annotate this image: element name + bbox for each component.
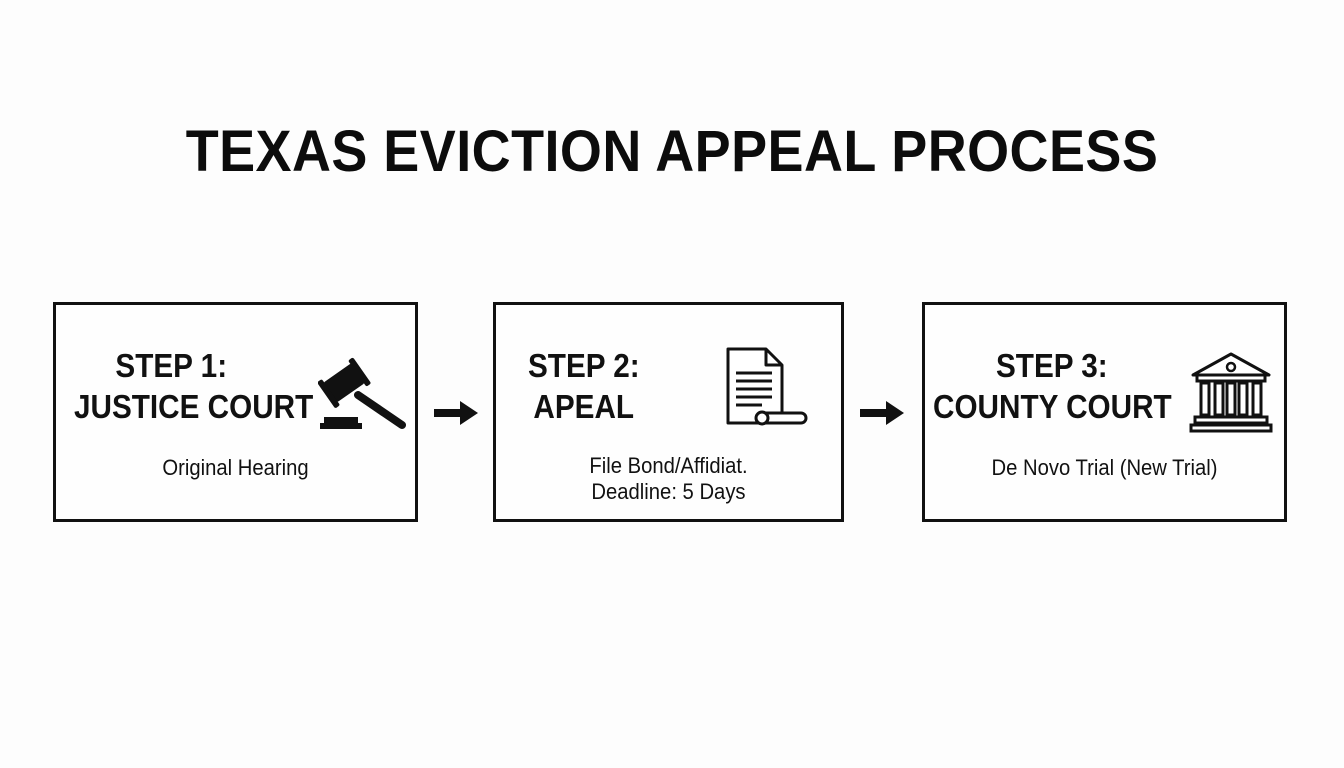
document-scroll-icon [722, 345, 812, 434]
step-2-heading: STEP 2: APEAL [528, 345, 640, 427]
step-1-number: STEP 1: [115, 347, 228, 384]
step-2-description-line-1: File Bond/Affidiat. [589, 453, 748, 478]
step-3-heading: STEP 3: COUNTY COURT [933, 345, 1172, 427]
step-2-number: STEP 2: [528, 347, 640, 384]
step-1-box: STEP 1: JUSTICE COURT Original Hearing [53, 302, 418, 522]
step-2-description: File Bond/Affidiat. Deadline: 5 Days [510, 453, 827, 505]
step-3-description-line: De Novo Trial (New Trial) [991, 455, 1218, 480]
step-2-box: STEP 2: APEAL File Bond/Affidiat. Deadli… [493, 302, 844, 522]
courthouse-icon [1189, 351, 1273, 438]
diagram-title: TEXAS EVICTION APPEAL PROCESS [185, 119, 1159, 184]
step-1-heading: STEP 1: JUSTICE COURT [74, 345, 313, 427]
step-1-title: JUSTICE COURT [74, 388, 314, 425]
step-3-number: STEP 3: [996, 347, 1108, 384]
step-3-title: COUNTY COURT [933, 388, 1172, 425]
step-2-description-line-2: Deadline: 5 Days [591, 479, 746, 504]
step-1-description: Original Hearing [70, 455, 400, 481]
step-3-box: STEP 3: COUNTY COURT De Novo Trial (New … [922, 302, 1287, 522]
arrow-right-icon [858, 398, 906, 433]
arrow-right-icon [432, 398, 480, 433]
step-1-description-line: Original Hearing [162, 455, 309, 480]
step-3-description: De Novo Trial (New Trial) [939, 455, 1269, 481]
step-2-title: APEAL [533, 388, 635, 425]
gavel-icon [317, 355, 406, 436]
